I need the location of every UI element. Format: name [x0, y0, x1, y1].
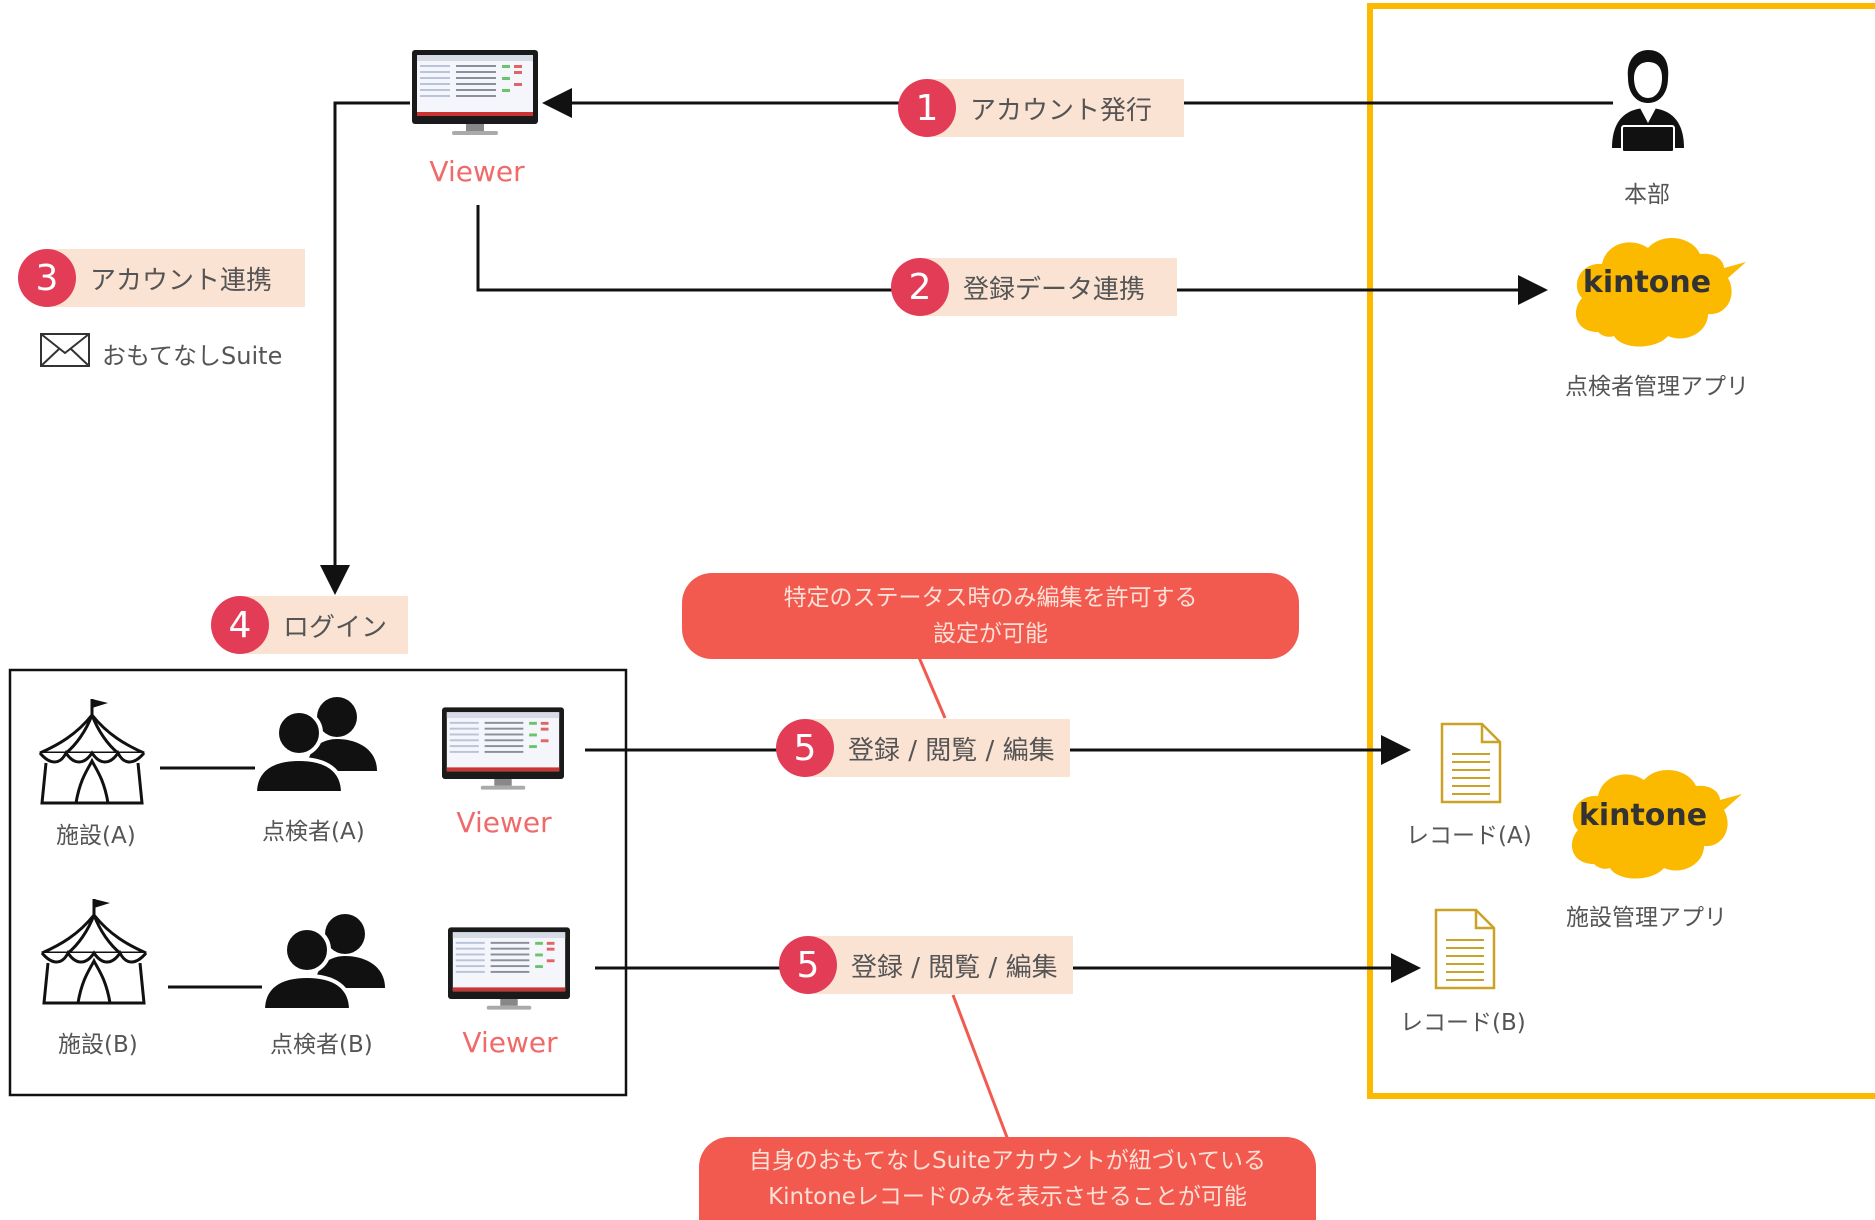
callout-record-visibility: 自身のおもてなしSuiteアカウントが紐づいている Kintoneレコードのみを…: [699, 1137, 1316, 1220]
step-2-data-sync: 2 登録データ連携: [891, 258, 1177, 316]
person-icon: [1612, 50, 1684, 153]
kintone-frame: [1367, 3, 1875, 1099]
hq-label: 本部: [1624, 182, 1670, 208]
document-icon: [1440, 722, 1502, 804]
step-label: アカウント発行: [970, 95, 1153, 126]
viewer-label-b: Viewer: [462, 1026, 558, 1059]
tent-icon: [38, 699, 146, 805]
monitor-icon: [448, 927, 570, 1010]
step-5a-register-view-edit: 5 登録 / 閲覧 / 編集: [776, 719, 1070, 777]
step-number: 4: [211, 596, 269, 654]
monitor-icon: [412, 50, 538, 135]
step-5b-register-view-edit: 5 登録 / 閲覧 / 編集: [779, 936, 1073, 994]
step-1-account-issue: 1 アカウント発行: [898, 79, 1184, 137]
step-4-login: 4 ログイン: [211, 596, 408, 654]
callout-line: 設定が可能: [933, 621, 1048, 647]
tent-icon: [40, 899, 148, 1005]
callout-line: 特定のステータス時のみ編集を許可する: [783, 585, 1198, 611]
step-label: 登録 / 閲覧 / 編集: [851, 952, 1058, 983]
inspector-b-label: 点検者(B): [270, 1032, 373, 1058]
step-number: 3: [18, 249, 76, 307]
step-label: 登録データ連携: [963, 274, 1146, 305]
document-icon: [1434, 908, 1496, 990]
kintone-cloud-icon: [1571, 769, 1742, 879]
step-label: アカウント連携: [90, 265, 273, 296]
monitor-icon: [442, 707, 564, 790]
callout-line: 自身のおもてなしSuiteアカウントが紐づいている: [748, 1147, 1267, 1174]
mail-label: おもてなしSuite: [102, 342, 283, 370]
step-number: 2: [891, 258, 949, 316]
mail-icon: [40, 333, 90, 367]
viewer-label-top: Viewer: [429, 155, 525, 188]
step-number: 5: [776, 719, 834, 777]
kintone-logo-text: kintone: [1578, 798, 1708, 833]
callout-line: Kintoneレコードのみを表示させることが可能: [768, 1183, 1247, 1210]
callout-edit-permission: 特定のステータス時のみ編集を許可する 設定が可能: [682, 573, 1299, 659]
step-label: ログイン: [283, 612, 388, 643]
app2-label: 施設管理アプリ: [1566, 905, 1727, 931]
facility-a-label: 施設(A): [56, 823, 136, 849]
app1-label: 点検者管理アプリ: [1565, 374, 1749, 400]
kintone-cloud-icon: [1575, 237, 1746, 347]
step-number: 5: [779, 936, 837, 994]
step-3-account-link: 3 アカウント連携: [18, 249, 305, 307]
record-b-label: レコード(B): [1400, 1010, 1526, 1036]
step-label: 登録 / 閲覧 / 編集: [848, 735, 1055, 766]
login-group-box: [8, 668, 628, 1097]
step-number: 1: [898, 79, 956, 137]
inspector-a-label: 点検者(A): [262, 819, 365, 845]
record-a-label: レコード(A): [1406, 823, 1532, 849]
group-icon: [253, 697, 377, 795]
viewer-label-a: Viewer: [456, 806, 552, 839]
group-icon: [261, 914, 385, 1012]
kintone-logo-text: kintone: [1582, 265, 1712, 300]
facility-b-label: 施設(B): [58, 1032, 138, 1058]
